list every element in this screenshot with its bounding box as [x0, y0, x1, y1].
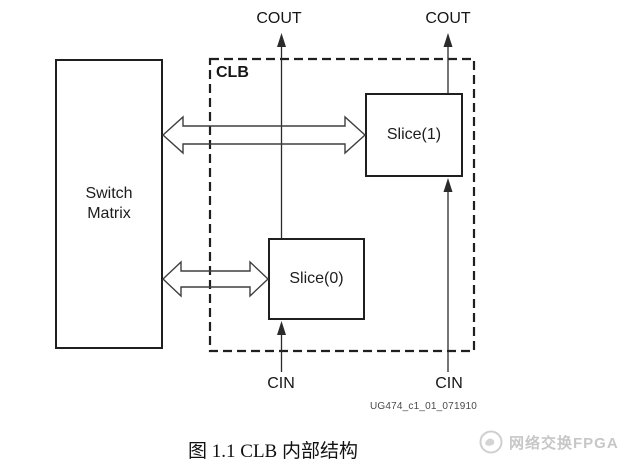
cout-label-left: COUT	[256, 10, 302, 27]
slice1-label: Slice(1)	[386, 126, 442, 143]
cin-label-left: CIN	[267, 375, 295, 392]
figure-code: UG474_c1_01_071910	[369, 401, 477, 412]
slice1-box: Slice(1)	[365, 93, 463, 177]
double-arrow-switch-slice1	[161, 115, 367, 155]
cin-label-right: CIN	[435, 375, 463, 392]
figure-caption: 图 1.1 CLB 内部结构	[188, 441, 358, 462]
cin-arrowhead-left	[277, 321, 286, 335]
cin-arrowhead-right	[443, 178, 453, 192]
slice0-box: Slice(0)	[268, 238, 365, 320]
cout-arrowhead-right	[443, 33, 453, 47]
switch-matrix-label: Switch Matrix	[85, 185, 133, 222]
cout-arrowhead-left	[277, 33, 286, 47]
slice0-label: Slice(0)	[289, 270, 344, 287]
clb-label: CLB	[216, 64, 249, 81]
watermark: 网络交换FPGA	[478, 429, 619, 455]
double-arrow-switch-slice0	[161, 260, 270, 298]
switch-matrix-box: Switch Matrix	[55, 59, 163, 349]
watermark-text: 网络交换FPGA	[509, 434, 619, 452]
cout-label-right: COUT	[425, 10, 471, 27]
watermark-logo-icon	[479, 430, 503, 454]
